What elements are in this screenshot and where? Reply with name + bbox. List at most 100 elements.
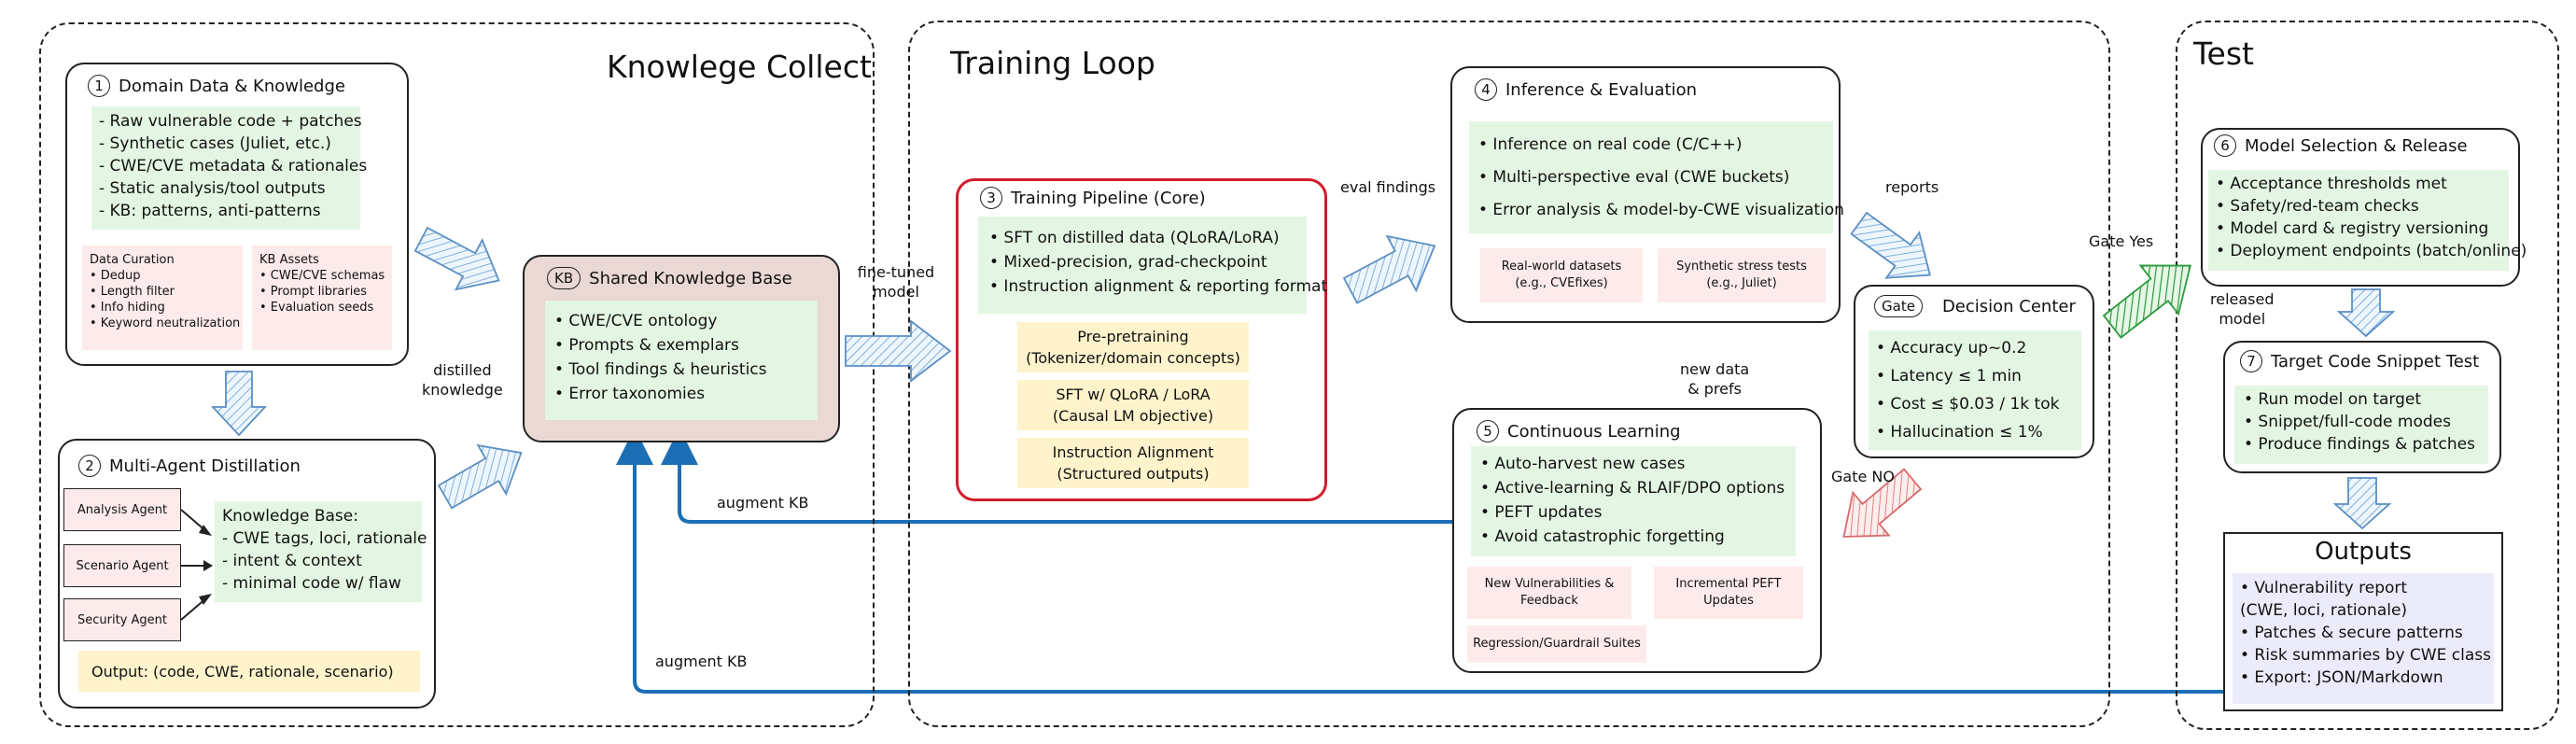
step-4-badge: 4 (1475, 78, 1497, 101)
outputs-item: • Risk summaries by CWE class (2240, 646, 2491, 665)
region-title-knowledge-collect: Knowlege Collect (607, 49, 872, 85)
target-test-title: Target Code Snippet Test (2271, 351, 2480, 372)
label-line: knowledge (422, 381, 503, 399)
step-3-badge: 3 (980, 187, 1002, 209)
tag-line: Incremental PEFT (1675, 577, 1782, 591)
stage-line: Pre-pretraining (1077, 328, 1189, 345)
shared-kb-header: KB Shared Knowledge Base (547, 267, 792, 289)
gate-item: • Hallucination ≤ 1% (1876, 423, 2043, 442)
outputs-title: Outputs (2315, 538, 2412, 566)
kb-assets-title: KB Assets (259, 253, 319, 267)
inference-title: Inference & Evaluation (1505, 79, 1698, 100)
model-selection-item: • Acceptance thresholds met (2216, 175, 2447, 193)
outputs-item: (CWE, loci, rationale) (2240, 601, 2408, 620)
stage-line: SFT w/ QLoRA / LoRA (1056, 386, 1211, 403)
inference-list: • Inference on real code (C/C++) • Multi… (1469, 121, 1844, 233)
target-test-item: • Run model on target (2244, 390, 2422, 409)
shared-kb-item: • Prompts & exemplars (554, 336, 739, 355)
outputs-item: • Export: JSON/Markdown (2240, 668, 2443, 687)
step-6-badge: 6 (2214, 134, 2236, 157)
model-selection-title: Model Selection & Release (2245, 135, 2468, 156)
data-curation-item: • Info hiding (90, 301, 165, 315)
synthetic-stress-tests-box: Synthetic stress tests (e.g., Juliet) (1658, 248, 1826, 302)
outputs-list: • Vulnerability report (CWE, loci, ratio… (2233, 573, 2494, 704)
tag-line: Feedback (1520, 594, 1578, 608)
decision-center-header: Gate Decision Center (1874, 295, 2076, 317)
continuous-learning-list: • Auto-harvest new cases • Active-learni… (1471, 446, 1796, 556)
data-curation-box: Data Curation • Dedup • Length filter • … (82, 246, 243, 350)
continuous-learning-title: Continuous Learning (1507, 421, 1681, 442)
tag-line: Regression/Guardrail Suites (1473, 637, 1641, 651)
kb-assets-box: KB Assets • CWE/CVE schemas • Prompt lib… (252, 246, 392, 350)
distillation-kb-title: Knowledge Base: (222, 507, 358, 526)
label-reports: reports (1885, 178, 1939, 196)
tag-line: Updates (1703, 594, 1754, 608)
training-item: • Instruction alignment & reporting form… (989, 277, 1328, 296)
model-selection-list: • Acceptance thresholds met • Safety/red… (2208, 170, 2527, 271)
label-gate-no: Gate NO (1831, 468, 1895, 485)
training-pipeline-list: • SFT on distilled data (QLoRA/LoRA) • M… (978, 217, 1328, 314)
distillation-output-text: Output: (code, CWE, rationale, scenario) (91, 662, 394, 681)
shared-kb-item: • Tool findings & heuristics (554, 360, 767, 379)
model-selection-header: 6 Model Selection & Release (2214, 134, 2468, 157)
domain-data-item: - Synthetic cases (Juliet, etc.) (99, 134, 331, 153)
continuous-learning-header: 5 Continuous Learning (1477, 420, 1681, 442)
gate-item: • Latency ≤ 1 min (1876, 367, 2022, 386)
domain-data-item: - Raw vulnerable code + patches (99, 112, 362, 131)
label-new-data-prefs: new data & prefs (1680, 359, 1749, 399)
model-selection-item: • Deployment endpoints (batch/online) (2216, 242, 2527, 260)
distillation-kb-item: - intent & context (222, 552, 362, 570)
arrow-distillation-to-kb (437, 443, 523, 510)
inference-header: 4 Inference & Evaluation (1475, 78, 1697, 101)
label-eval-findings: eval findings (1340, 178, 1436, 196)
target-test-list: • Run model on target • Snippet/full-cod… (2234, 386, 2488, 464)
domain-data-list: - Raw vulnerable code + patches - Synthe… (91, 106, 367, 230)
label-augment-kb-continuous: augment KB (717, 494, 809, 512)
gate-badge: Gate (1874, 295, 1923, 317)
arrow-domain-to-distillation (210, 371, 268, 437)
decision-center-title: Decision Center (1941, 296, 2076, 316)
arrow-inference-to-gate (1850, 211, 1931, 279)
agent-connector-arrows (180, 509, 213, 621)
model-selection-item: • Model card & registry versioning (2216, 219, 2489, 238)
kb-assets-item: • Evaluation seeds (259, 301, 374, 315)
region-test (2176, 21, 2559, 730)
kb-assets-item: • CWE/CVE schemas (259, 269, 385, 283)
label-augment-kb-outputs: augment KB (655, 653, 748, 670)
label-line: new data (1680, 360, 1750, 378)
target-test-item: • Snippet/full-code modes (2244, 413, 2451, 431)
stage-line: (Causal LM objective) (1052, 407, 1214, 425)
distillation-header: 2 Multi-Agent Distillation (78, 455, 301, 477)
arrow-gate-no (1842, 468, 1923, 538)
stage-line: Instruction Alignment (1052, 443, 1214, 461)
label-line: model (2219, 310, 2266, 328)
distillation-title: Multi-Agent Distillation (109, 456, 301, 476)
region-knowledge-collect (39, 22, 875, 727)
inference-item: • Inference on real code (C/C++) (1478, 135, 1743, 154)
continuous-item: • Auto-harvest new cases (1480, 455, 1686, 473)
distillation-output-box: Output: (code, CWE, rationale, scenario) (78, 651, 420, 692)
augment-kb-wire-outputs (616, 428, 2223, 694)
continuous-item: • PEFT updates (1480, 503, 1603, 522)
label-line: & prefs (1687, 380, 1742, 398)
training-pipeline-header: 3 Training Pipeline (Core) (980, 187, 1206, 209)
arrow-gate-yes (2102, 264, 2191, 339)
data-curation-item: • Dedup (90, 269, 141, 283)
training-pipeline-title: Training Pipeline (Core) (1011, 188, 1206, 208)
label-line: released (2210, 290, 2275, 308)
outputs-item: • Patches & secure patterns (2240, 624, 2463, 642)
stage-instruction-alignment: Instruction Alignment (Structured output… (1017, 438, 1249, 488)
dataset-line: (e.g., Juliet) (1706, 276, 1777, 290)
stage-pre-pretraining: Pre-pretraining (Tokenizer/domain concep… (1017, 322, 1249, 372)
stage-line: (Structured outputs) (1057, 465, 1210, 483)
domain-data-header: 1 Domain Data & Knowledge (88, 75, 345, 97)
inference-item: • Error analysis & model-by-CWE visualiz… (1478, 201, 1844, 219)
kb-badge: KB (547, 267, 581, 289)
domain-data-item: - Static analysis/tool outputs (99, 179, 326, 198)
regression-guardrail-tag: Regression/Guardrail Suites (1467, 625, 1646, 663)
shared-kb-list: • CWE/CVE ontology • Prompts & exemplars… (545, 301, 818, 420)
dataset-line: (e.g., CVEfixes) (1515, 276, 1608, 290)
inference-item: • Multi-perspective eval (CWE buckets) (1478, 168, 1790, 187)
target-test-item: • Produce findings & patches (2244, 435, 2475, 454)
